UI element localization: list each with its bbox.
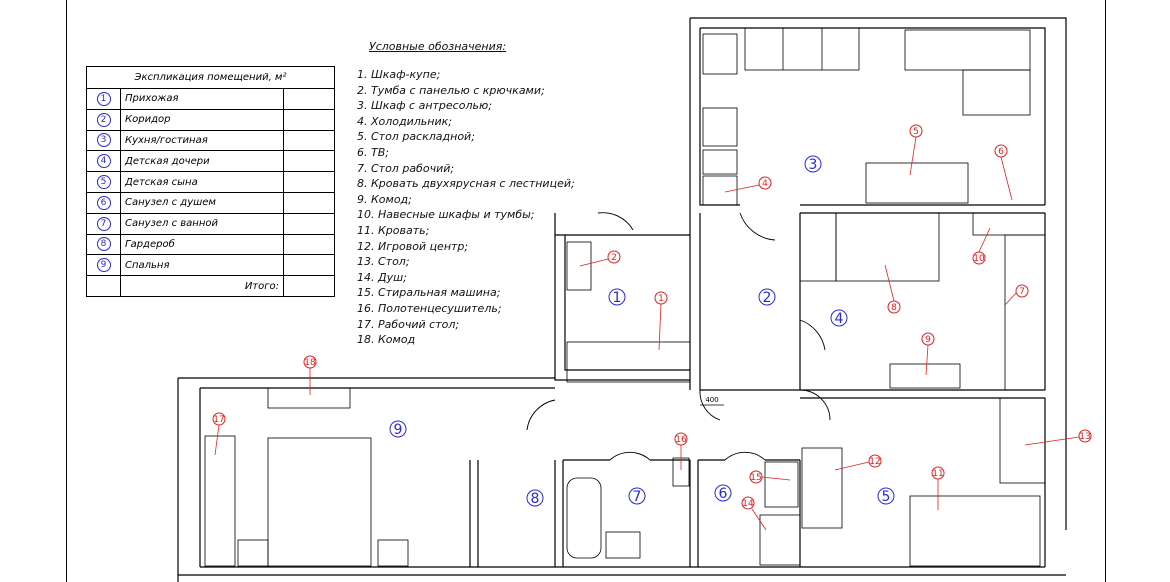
furniture <box>204 27 1046 567</box>
legend-item: 7. Стол рабочий; <box>357 161 455 175</box>
dimension-label: 400 <box>705 396 718 404</box>
room-number: 6 <box>96 195 111 210</box>
legend-item: 4. Холодильник; <box>357 114 452 128</box>
furniture-label: 12 <box>869 457 880 467</box>
room-number: 9 <box>96 258 111 273</box>
furniture-label: 16 <box>675 435 687 445</box>
room-label: 8 <box>531 491 540 507</box>
door-swings <box>526 212 831 461</box>
legend-title: Условные обозначения: <box>369 40 507 53</box>
leader-lines <box>214 136 1080 531</box>
legend-item: 10. Навесные шкафы и тумбы; <box>357 208 535 222</box>
room-label: 5 <box>882 489 891 505</box>
legend-item: 11. Кровать; <box>357 223 430 237</box>
legend-item: 1. Шкаф-купе; <box>357 68 441 81</box>
legend-item: 17. Рабочий стол; <box>357 317 460 331</box>
room-number: 1 <box>96 91 111 106</box>
furniture-label: 9 <box>925 335 931 345</box>
room-label: 9 <box>394 422 403 438</box>
dimension-400: 400 <box>700 396 724 406</box>
explication-title: Экспликация помещений, м² <box>86 66 335 89</box>
furniture-label: 4 <box>762 179 768 189</box>
room-label: 7 <box>633 489 642 505</box>
legend-item: 9. Комод; <box>357 192 412 206</box>
furniture-label: 15 <box>750 473 761 483</box>
legend-item: 16. Полотенцесушитель; <box>357 301 502 315</box>
room-label: 4 <box>835 311 844 327</box>
table-row: Итого: <box>86 275 335 297</box>
walls <box>177 17 1067 582</box>
sheet-frame <box>66 0 1106 582</box>
room-number: 4 <box>96 154 111 169</box>
furniture-label: 1 <box>658 294 664 304</box>
furniture-label: 6 <box>998 147 1004 157</box>
furniture-label: 14 <box>742 499 754 509</box>
legend-item: 8. Кровать двухярусная с лестницей; <box>357 177 575 191</box>
room-label: 3 <box>809 157 818 173</box>
furniture-labels: 1 2 4 5 6 7 8 9 10 11 12 13 14 <box>212 124 1092 510</box>
legend: Условные обозначения: 1. Шкаф-купе; 2. Т… <box>357 40 575 348</box>
legend-item: 12. Игровой центр; <box>357 239 469 253</box>
furniture-label: 7 <box>1019 287 1025 297</box>
legend-item: 15. Стиральная машина; <box>357 286 501 300</box>
legend-item: 2. Тумба с панелью с крючками; <box>357 83 545 97</box>
furniture-label: 10 <box>973 254 985 264</box>
room-number: 7 <box>96 216 111 231</box>
legend-item: 18. Комод <box>357 333 416 347</box>
furniture-label: 11 <box>932 469 943 479</box>
room-label: 6 <box>719 486 728 502</box>
legend-item: 14. Душ; <box>357 270 407 284</box>
furniture-label: 2 <box>611 253 617 263</box>
furniture-label: 17 <box>213 415 224 425</box>
legend-item: 3. Шкаф с антресолью; <box>357 99 492 113</box>
room-label: 2 <box>763 290 772 306</box>
room-label: 1 <box>613 290 622 306</box>
legend-item: 13. Стол; <box>357 255 410 269</box>
furniture-label: 18 <box>304 358 316 368</box>
legend-item: 6. ТВ; <box>357 145 389 159</box>
room-number: 3 <box>96 133 111 148</box>
room-number: 2 <box>96 112 111 127</box>
room-labels: 1 2 3 4 5 6 7 8 9 <box>389 155 895 507</box>
room-number: 8 <box>96 237 111 252</box>
furniture-label: 13 <box>1079 432 1090 442</box>
furniture-label: 8 <box>891 303 897 313</box>
furniture-label: 5 <box>913 127 919 137</box>
legend-item: 5. Стол раскладной; <box>357 130 475 144</box>
room-number: 5 <box>96 175 111 190</box>
